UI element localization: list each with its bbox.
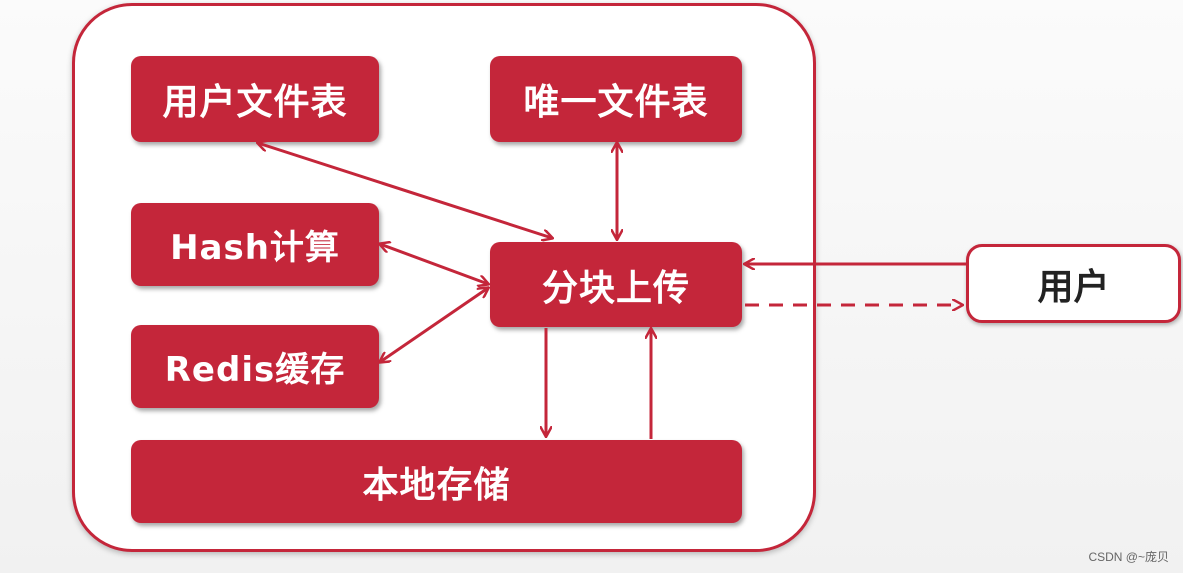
node-user-file-table: 用户文件表 [131, 56, 379, 142]
node-chunk-upload: 分块上传 [490, 242, 742, 327]
node-hash-calc: Hash计算 [131, 203, 379, 286]
watermark: CSDN @~庞贝 [1088, 550, 1169, 564]
node-user: 用户 [966, 244, 1181, 323]
node-local-storage: 本地存储 [131, 440, 742, 523]
node-unique-file-table: 唯一文件表 [490, 56, 742, 142]
node-redis-cache: Redis缓存 [131, 325, 379, 408]
